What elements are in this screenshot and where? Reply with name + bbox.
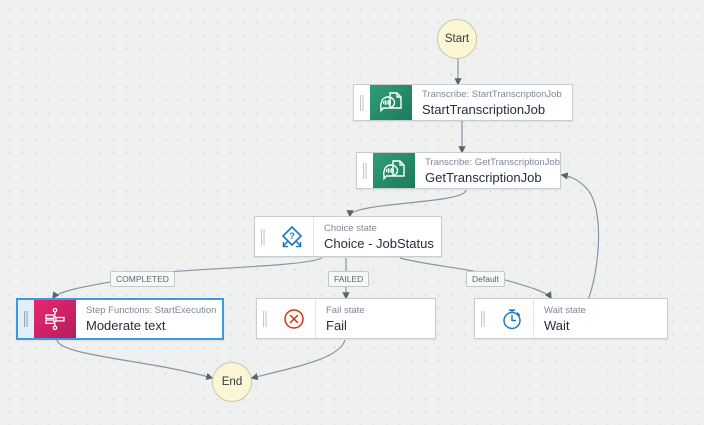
- state-fail[interactable]: Fail state Fail: [256, 298, 436, 339]
- state-title: GetTranscriptionJob: [425, 169, 542, 185]
- end-node[interactable]: End: [212, 362, 252, 402]
- state-labels: Transcribe: GetTranscriptionJob GetTrans…: [415, 153, 560, 188]
- edge-moderate-text-to-end: [56, 339, 214, 380]
- transcribe-icon: [373, 153, 415, 188]
- start-node-label: Start: [444, 33, 470, 45]
- state-subtitle: Transcribe: StartTranscriptionJob: [422, 88, 562, 100]
- drag-handle[interactable]: [255, 217, 271, 256]
- state-title: StartTranscriptionJob: [422, 101, 546, 117]
- start-node[interactable]: Start: [437, 19, 477, 59]
- state-start-transcription-job[interactable]: Transcribe: StartTranscriptionJob StartT…: [353, 84, 573, 121]
- state-title: Choice - JobStatus: [324, 235, 434, 251]
- state-labels: Wait state Wait: [534, 299, 667, 338]
- state-choice-jobstatus[interactable]: ? Choice state Choice - JobStatus: [254, 216, 442, 257]
- state-subtitle: Choice state: [324, 222, 377, 234]
- edge-label-completed: COMPLETED: [110, 271, 175, 287]
- drag-handle[interactable]: [18, 300, 34, 338]
- end-node-label: End: [221, 376, 243, 388]
- edge-label-failed: FAILED: [328, 271, 370, 287]
- wait-stopwatch-icon: [491, 299, 534, 338]
- state-labels: Choice state Choice - JobStatus: [314, 217, 441, 256]
- edge-choice-to-moderate-text: [52, 257, 323, 300]
- state-labels: Transcribe: StartTranscriptionJob StartT…: [412, 85, 572, 120]
- drag-handle-icon: [363, 162, 367, 179]
- edge-gettranscriptionjob-to-choice: [346, 189, 467, 218]
- state-moderate-text[interactable]: Step Functions: StartExecution Moderate …: [16, 298, 224, 340]
- drag-handle-icon: [481, 310, 485, 327]
- edge-wait-to-gettranscriptionjob: [560, 172, 600, 301]
- state-wait[interactable]: Wait state Wait: [474, 298, 668, 339]
- state-title: Moderate text: [86, 318, 166, 333]
- state-labels: Step Functions: StartExecution Moderate …: [76, 300, 222, 338]
- fail-circle-x-icon: [273, 299, 316, 338]
- edge-label-default: Default: [466, 271, 505, 287]
- state-labels: Fail state Fail: [316, 299, 435, 338]
- state-subtitle: Transcribe: GetTranscriptionJob: [425, 156, 560, 168]
- drag-handle-icon: [263, 310, 267, 327]
- drag-handle[interactable]: [257, 299, 273, 338]
- drag-handle-icon: [261, 228, 265, 245]
- state-title: Fail: [326, 317, 347, 333]
- state-subtitle: Wait state: [544, 304, 586, 316]
- state-subtitle: Step Functions: StartExecution: [86, 305, 217, 316]
- transcribe-icon: [370, 85, 412, 120]
- step-functions-icon: [34, 300, 76, 338]
- drag-handle-icon: [360, 94, 364, 111]
- choice-diamond-icon: ?: [271, 217, 314, 256]
- edge-fail-to-end: [250, 339, 346, 381]
- svg-text:?: ?: [289, 231, 295, 241]
- state-subtitle: Fail state: [326, 304, 365, 316]
- drag-handle[interactable]: [357, 153, 373, 188]
- drag-handle[interactable]: [475, 299, 491, 338]
- state-get-transcription-job[interactable]: Transcribe: GetTranscriptionJob GetTrans…: [356, 152, 561, 189]
- drag-handle-icon: [24, 311, 28, 327]
- drag-handle[interactable]: [354, 85, 370, 120]
- state-title: Wait: [544, 317, 570, 333]
